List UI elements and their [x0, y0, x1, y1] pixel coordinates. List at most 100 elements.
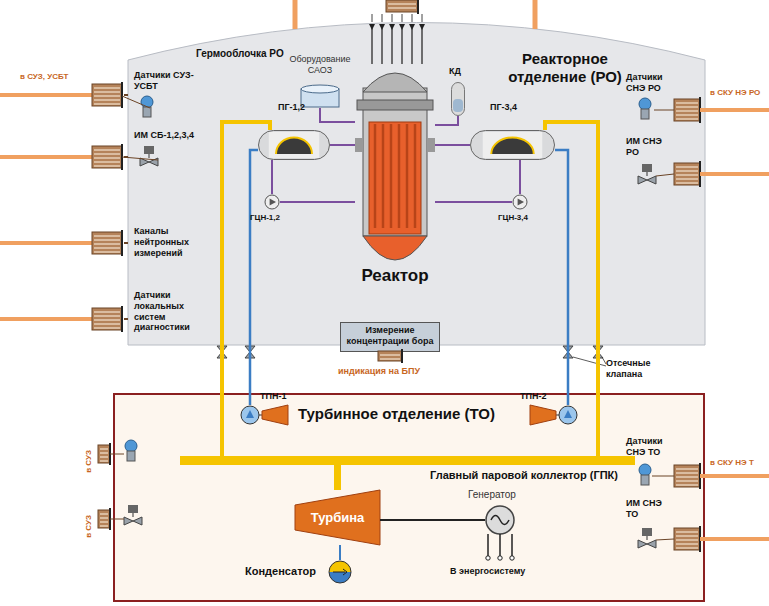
- node-text: Реактор: [345, 266, 445, 286]
- signal-wire: [700, 537, 769, 541]
- terminal-rack: [378, 349, 402, 363]
- node-text: Измерение концентрации бора: [342, 325, 438, 347]
- signal-wire: [372, 14, 373, 22]
- node-outline: [355, 62, 435, 262]
- steam-generator: ПГ-1,2: [258, 130, 330, 160]
- node-text: Генератор: [468, 489, 516, 501]
- turbine-hall: Турбинное отделение (ТО)ТПН-1ТПН-2Главны…: [113, 393, 705, 602]
- node-text: ПГ-1,2: [278, 102, 305, 113]
- signal-wire: [422, 14, 423, 22]
- signal-wire: [412, 14, 413, 22]
- pipe-connector: [280, 201, 355, 203]
- annotation-label: Датчики СНЭ РО: [626, 72, 674, 94]
- signal-wire: [0, 317, 92, 321]
- annotation-label: Отсечные клапана: [606, 358, 668, 380]
- node-text: КД: [449, 66, 461, 77]
- annotation-label: в СУЗ: [84, 450, 94, 473]
- turbine: Турбина: [295, 490, 380, 545]
- signal-wire: [511, 534, 513, 556]
- signal-wire: [110, 519, 124, 520]
- generator: Генератор: [485, 505, 515, 535]
- terminal-rack: [674, 526, 700, 552]
- pipe-connector: [380, 519, 485, 521]
- signal-wire: [382, 14, 383, 22]
- signal-wire: [0, 93, 92, 97]
- pipe-connector: [545, 122, 598, 456]
- signal-wire: [700, 108, 769, 112]
- pipe-connector: [435, 144, 470, 146]
- signal-wire: [0, 155, 92, 159]
- signal-wire: [392, 14, 393, 22]
- node-outline: [264, 194, 280, 210]
- signal-wire: [700, 474, 769, 478]
- sensor-icon: [639, 464, 651, 485]
- steam-generator: ПГ-3,4: [470, 130, 555, 160]
- terminal-rack: [674, 161, 700, 187]
- signal-wire: [700, 172, 769, 176]
- annotation-label: Датчики СНЭ ТО: [626, 436, 674, 458]
- node-outline: [485, 505, 515, 535]
- node-outline: [180, 456, 635, 465]
- signal-wire: [401, 26, 403, 64]
- terminal-rack: [98, 443, 110, 465]
- node-text: Оборудование САОЗ: [280, 54, 360, 76]
- annotation-label: Датчики локальных систем диагностики: [134, 290, 206, 333]
- signal-wire: [124, 242, 128, 244]
- signal-wire: [0, 241, 92, 245]
- node-text: ТПН-1: [260, 391, 286, 402]
- signal-wire: [656, 174, 674, 176]
- containment-dome: Гермооблочка РО Реакторное отделение (РО)…: [128, 15, 705, 345]
- feed-pump: ТПН-1: [232, 405, 288, 425]
- signal-wire: [381, 26, 383, 64]
- node-outline: [512, 194, 528, 210]
- signal-wire: [122, 157, 158, 160]
- terminal-rack: [92, 144, 122, 170]
- pipe-connector: [271, 160, 273, 194]
- node-text: Конденсатор: [245, 565, 316, 578]
- signal-wire: [656, 539, 674, 540]
- signal-wire: [487, 534, 489, 556]
- coolant-pump: ГЦН-3,4: [512, 194, 528, 210]
- node-text: ПГ-3,4: [490, 102, 517, 113]
- annotation-label: Каналы нейтронных измерений: [134, 226, 204, 258]
- signal-wire: [573, 357, 606, 366]
- valve-actuator-icon: [140, 146, 158, 166]
- node-text: Реакторное отделение (РО): [495, 50, 635, 86]
- signal-wire: [124, 318, 128, 320]
- terminal-rack: [98, 508, 110, 530]
- signal-wire: [533, 0, 538, 29]
- signal-wire: [602, 357, 606, 364]
- node-outline: [113, 393, 705, 602]
- node-outline: [470, 130, 555, 160]
- terminal-rack: [92, 306, 122, 332]
- signal-wire: [402, 14, 403, 22]
- reactor-vessel: Реактор: [355, 62, 435, 262]
- pipe-connector: [330, 144, 355, 146]
- node-text: Гермооблочка РО: [196, 48, 284, 60]
- annotation-label: ИМ СНЭ ТО: [626, 498, 674, 520]
- annotation-label: в СКУ НЭ РО: [710, 88, 768, 98]
- condenser: Конденсатор: [328, 560, 352, 584]
- node-text: ГЦН-3,4: [498, 213, 528, 223]
- pipe-connector: [250, 150, 258, 405]
- signal-wire: [293, 0, 298, 29]
- valve-actuator-icon: [638, 528, 656, 548]
- pipe-connector: [334, 465, 341, 490]
- signal-wire: [411, 26, 413, 64]
- terminal-rack: [386, 0, 418, 14]
- node-text: Главный паровой коллектор (ГПК): [430, 469, 618, 482]
- feed-pump: ТПН-2: [530, 405, 578, 425]
- valve-actuator-icon: [638, 164, 656, 184]
- pressurizer: КД: [451, 82, 465, 116]
- pipe-connector: [222, 122, 270, 456]
- signal-wire: [371, 26, 373, 64]
- annotation-label: ИМ СНЭ РО: [626, 136, 674, 158]
- annotation-label: в СКУ НЭ Т: [710, 458, 768, 468]
- terminal-rack: [92, 230, 122, 256]
- node-text: ТПН-2: [520, 391, 546, 402]
- signal-wire: [124, 94, 128, 96]
- pipe-connector: [320, 108, 355, 122]
- coolant-pump: ГЦН-1,2: [264, 194, 280, 210]
- signal-wire: [499, 534, 501, 556]
